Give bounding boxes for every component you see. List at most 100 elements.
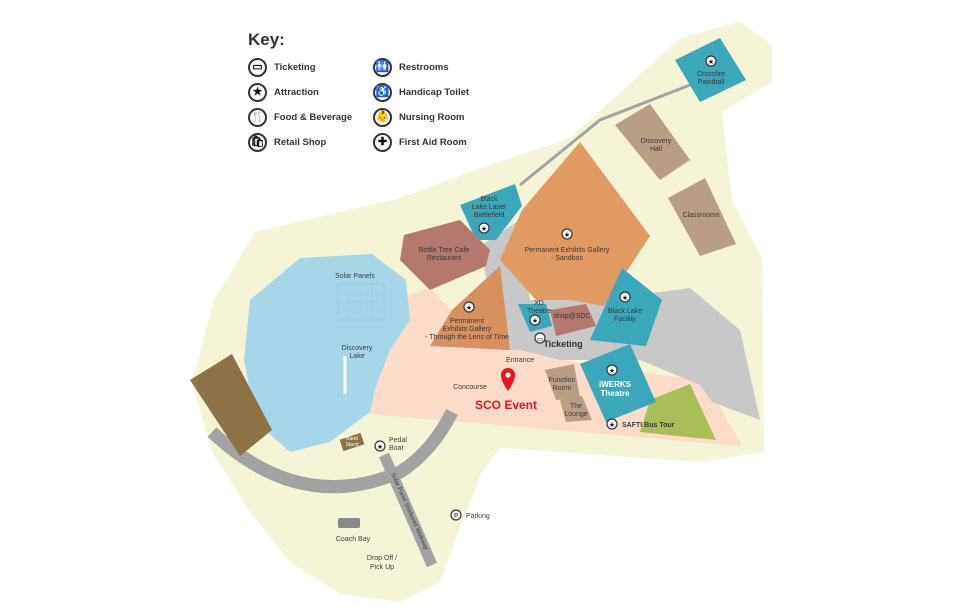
star-icon: ★ [377,443,383,451]
function-room [545,364,580,400]
label: Stand [345,442,358,448]
attraction-markers [374,55,717,521]
label: - Through the Lens of Time [425,334,509,341]
key-item: ▭ Ticketing [248,58,373,77]
label: Black [480,196,498,203]
label: Permanent [450,318,484,325]
band-stand [339,432,365,452]
label: Solar Panels [335,273,375,280]
label-ticketing: Ticketing [543,339,582,349]
key-item: ✚ First Aid Room [373,133,498,152]
discovery-lake [244,254,410,452]
label: iWERKS [599,380,632,389]
label: Lake [349,353,364,360]
label: Drop Off / [367,555,397,562]
label: Facility [614,316,636,323]
label: Function [549,377,576,384]
key-item: 🛍 Retail Shop [248,133,373,152]
label: Discovery [641,138,672,145]
crossfire-paintball [675,38,746,102]
black-lake-laser-battlefield [460,184,522,240]
star-icon: ★ [248,83,267,102]
link-path [519,83,691,187]
wheelchair-icon: ♿ [373,83,392,102]
ticket-icon: ▭ [248,58,267,77]
label: Paintball [698,79,725,86]
key-item-label: Restrooms [399,62,449,73]
key-item: 🚻 Restrooms [373,58,498,77]
label: Hall [650,146,663,153]
label: Bottle Tree Cafe [419,247,470,254]
safti-green [640,384,716,440]
sandbox-gallery [500,142,650,306]
parking-icon: P [454,512,458,520]
label: Exhibits Gallery [443,326,492,333]
key-item-label: Food & Beverage [274,112,353,123]
label: Coach Bay [336,536,371,543]
label: Pick Up [370,564,394,571]
key-item: 🍴 Food & Beverage [248,108,373,127]
star-icon: ★ [481,225,487,233]
key-item: ♿ Handicap Toilet [373,83,498,102]
key-item-label: Handicap Toilet [399,87,470,98]
nursing-icon: 👶 [373,108,392,127]
key-item: ★ Attraction [248,83,373,102]
star-icon: ★ [708,58,714,66]
event-label[interactable]: SCO Event [475,398,537,412]
label: Band [346,436,358,442]
cutlery-icon: 🍴 [248,108,267,127]
star-icon: ★ [622,294,628,302]
restroom-icon: 🚻 [373,58,392,77]
ticket-icon: ▭ [537,335,544,343]
bus-icon [338,518,360,528]
label: Lounge [564,411,587,418]
label: Theatre [527,308,551,315]
key-item-label: Attraction [274,87,319,98]
label: XD [534,300,544,307]
bottle-tree-cafe [400,220,490,290]
iwerks-theatre [580,344,656,422]
key-item-label: Nursing Room [399,112,465,123]
label: The [570,403,582,410]
label: Classrooms [683,212,720,219]
label: Battlefield [474,212,505,219]
key-item-label: Retail Shop [274,137,327,148]
label: Concourse [453,384,487,391]
the-lounge [560,396,592,422]
label: Pedal [389,437,407,444]
label: SAFTI Bus Tour [622,422,675,429]
label: Entrance [506,357,534,364]
star-icon: ★ [532,317,538,325]
left-building [190,354,272,456]
shopping-bag-icon: 🛍 [248,133,267,152]
map-key: Key: ▭ Ticketing 🚻 Restrooms ★ Attraction ♿ Han… [248,30,508,152]
key-item-label: First Aid Room [399,137,467,148]
star-icon: ★ [564,231,570,239]
key-item-label: Ticketing [274,62,316,73]
label: Theatre [601,389,630,398]
label: Lake Laser [472,204,507,211]
classrooms [668,178,736,256]
label: shop@SDC [553,313,590,320]
label: Restaurant [427,255,461,262]
label: Black Lake [608,308,642,315]
star-icon: ★ [609,367,615,375]
label: Boat [389,445,403,452]
label: Permanent Exhibits Gallery [525,247,610,254]
first-aid-icon: ✚ [373,133,392,152]
star-icon: ★ [609,421,615,429]
label: - Sandbox [551,255,583,262]
ring-road [207,409,458,494]
label: Room [553,385,572,392]
discovery-hall [615,104,690,180]
black-lake-facility [590,268,662,346]
label: Crossfire [697,71,725,78]
key-item: 👶 Nursing Room [373,108,498,127]
label: Parking [466,513,490,520]
star-icon: ★ [466,304,472,312]
shop-sdc [550,304,596,336]
location-pin-icon[interactable] [501,368,515,391]
sheltered-walkway [378,452,438,568]
key-title: Key: [248,30,285,49]
